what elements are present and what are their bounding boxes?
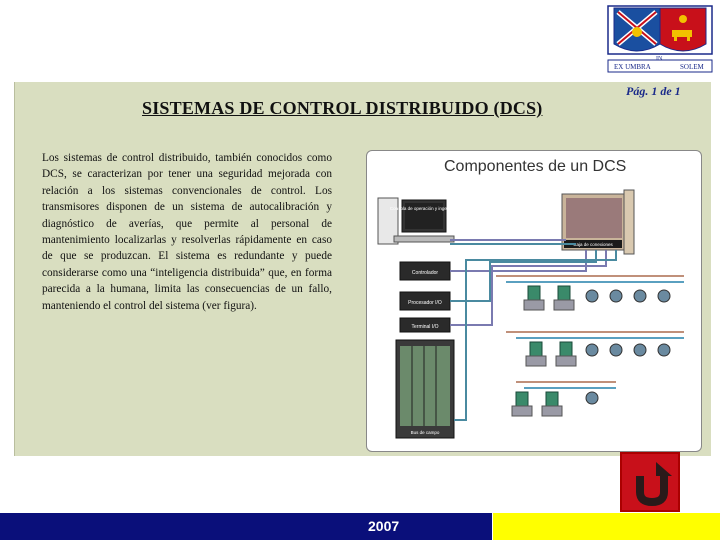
footer-year: 2007 — [368, 518, 400, 534]
figure-title: Componentes de un DCS — [444, 158, 627, 175]
junction-cabinet: Caja de conexiones — [561, 189, 635, 255]
return-arrow-icon — [636, 462, 672, 507]
field-branches — [496, 275, 684, 389]
controller-label: Controlador — [412, 270, 438, 276]
return-button[interactable] — [620, 452, 680, 512]
dcs-diagram: Consola de operación y ingeniería Contro… — [377, 189, 684, 439]
crest-motto-mid: IN — [656, 56, 663, 62]
network-cables — [450, 239, 617, 421]
operator-console: Consola de operación y ingeniería — [377, 197, 459, 245]
page-indicator: Pág. 1 de 1 — [626, 84, 681, 98]
controller-unit: Controlador — [399, 261, 451, 281]
io-processor: Procesador I/O — [399, 291, 451, 311]
field-devices — [511, 285, 671, 417]
crest-motto-left: EX UMBRA — [614, 63, 651, 71]
body-paragraph: Los sistemas de control distribuido, tam… — [42, 152, 332, 312]
field-bus-label: Bus de campo — [411, 430, 440, 435]
console-label: Consola de operación y ingeniería — [390, 206, 459, 211]
footer-bar-blue — [0, 513, 492, 540]
slide-title: SISTEMAS DE CONTROL DISTRIBUIDO (DCS) — [142, 98, 543, 118]
io-terminal: Terminal I/O — [399, 317, 451, 333]
terminal-label: Terminal I/O — [412, 324, 439, 330]
junction-box-label: Caja de conexiones — [573, 242, 613, 247]
processor-label: Procesador I/O — [408, 300, 442, 306]
university-crest: EX UMBRA IN SOLEM — [607, 5, 713, 73]
footer-bar-yellow — [493, 513, 720, 540]
crest-motto-right: SOLEM — [680, 63, 705, 71]
io-rack: Bus de campo — [395, 339, 455, 439]
